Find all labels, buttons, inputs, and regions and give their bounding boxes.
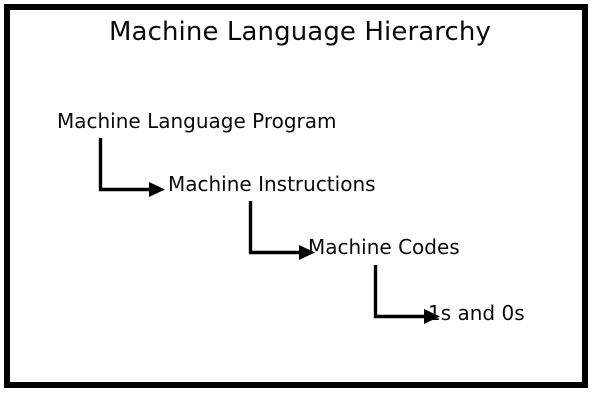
- diagram-node-machine-codes: Machine Codes: [308, 235, 460, 259]
- connector-arrow-3: [373, 265, 444, 324]
- elbow-arrow-icon: [98, 138, 165, 197]
- connector-arrow-1: [98, 138, 169, 197]
- diagram-node-ones-and-zeros: 1s and 0s: [428, 301, 525, 325]
- elbow-arrow-icon: [248, 201, 315, 260]
- elbow-arrow-icon: [373, 265, 440, 324]
- connector-arrow-2: [248, 201, 319, 260]
- diagram-node-machine-instructions: Machine Instructions: [168, 172, 376, 196]
- diagram-node-machine-language-program: Machine Language Program: [57, 109, 337, 133]
- page-title: Machine Language Hierarchy: [109, 17, 491, 47]
- slide-border-frame: [4, 4, 588, 388]
